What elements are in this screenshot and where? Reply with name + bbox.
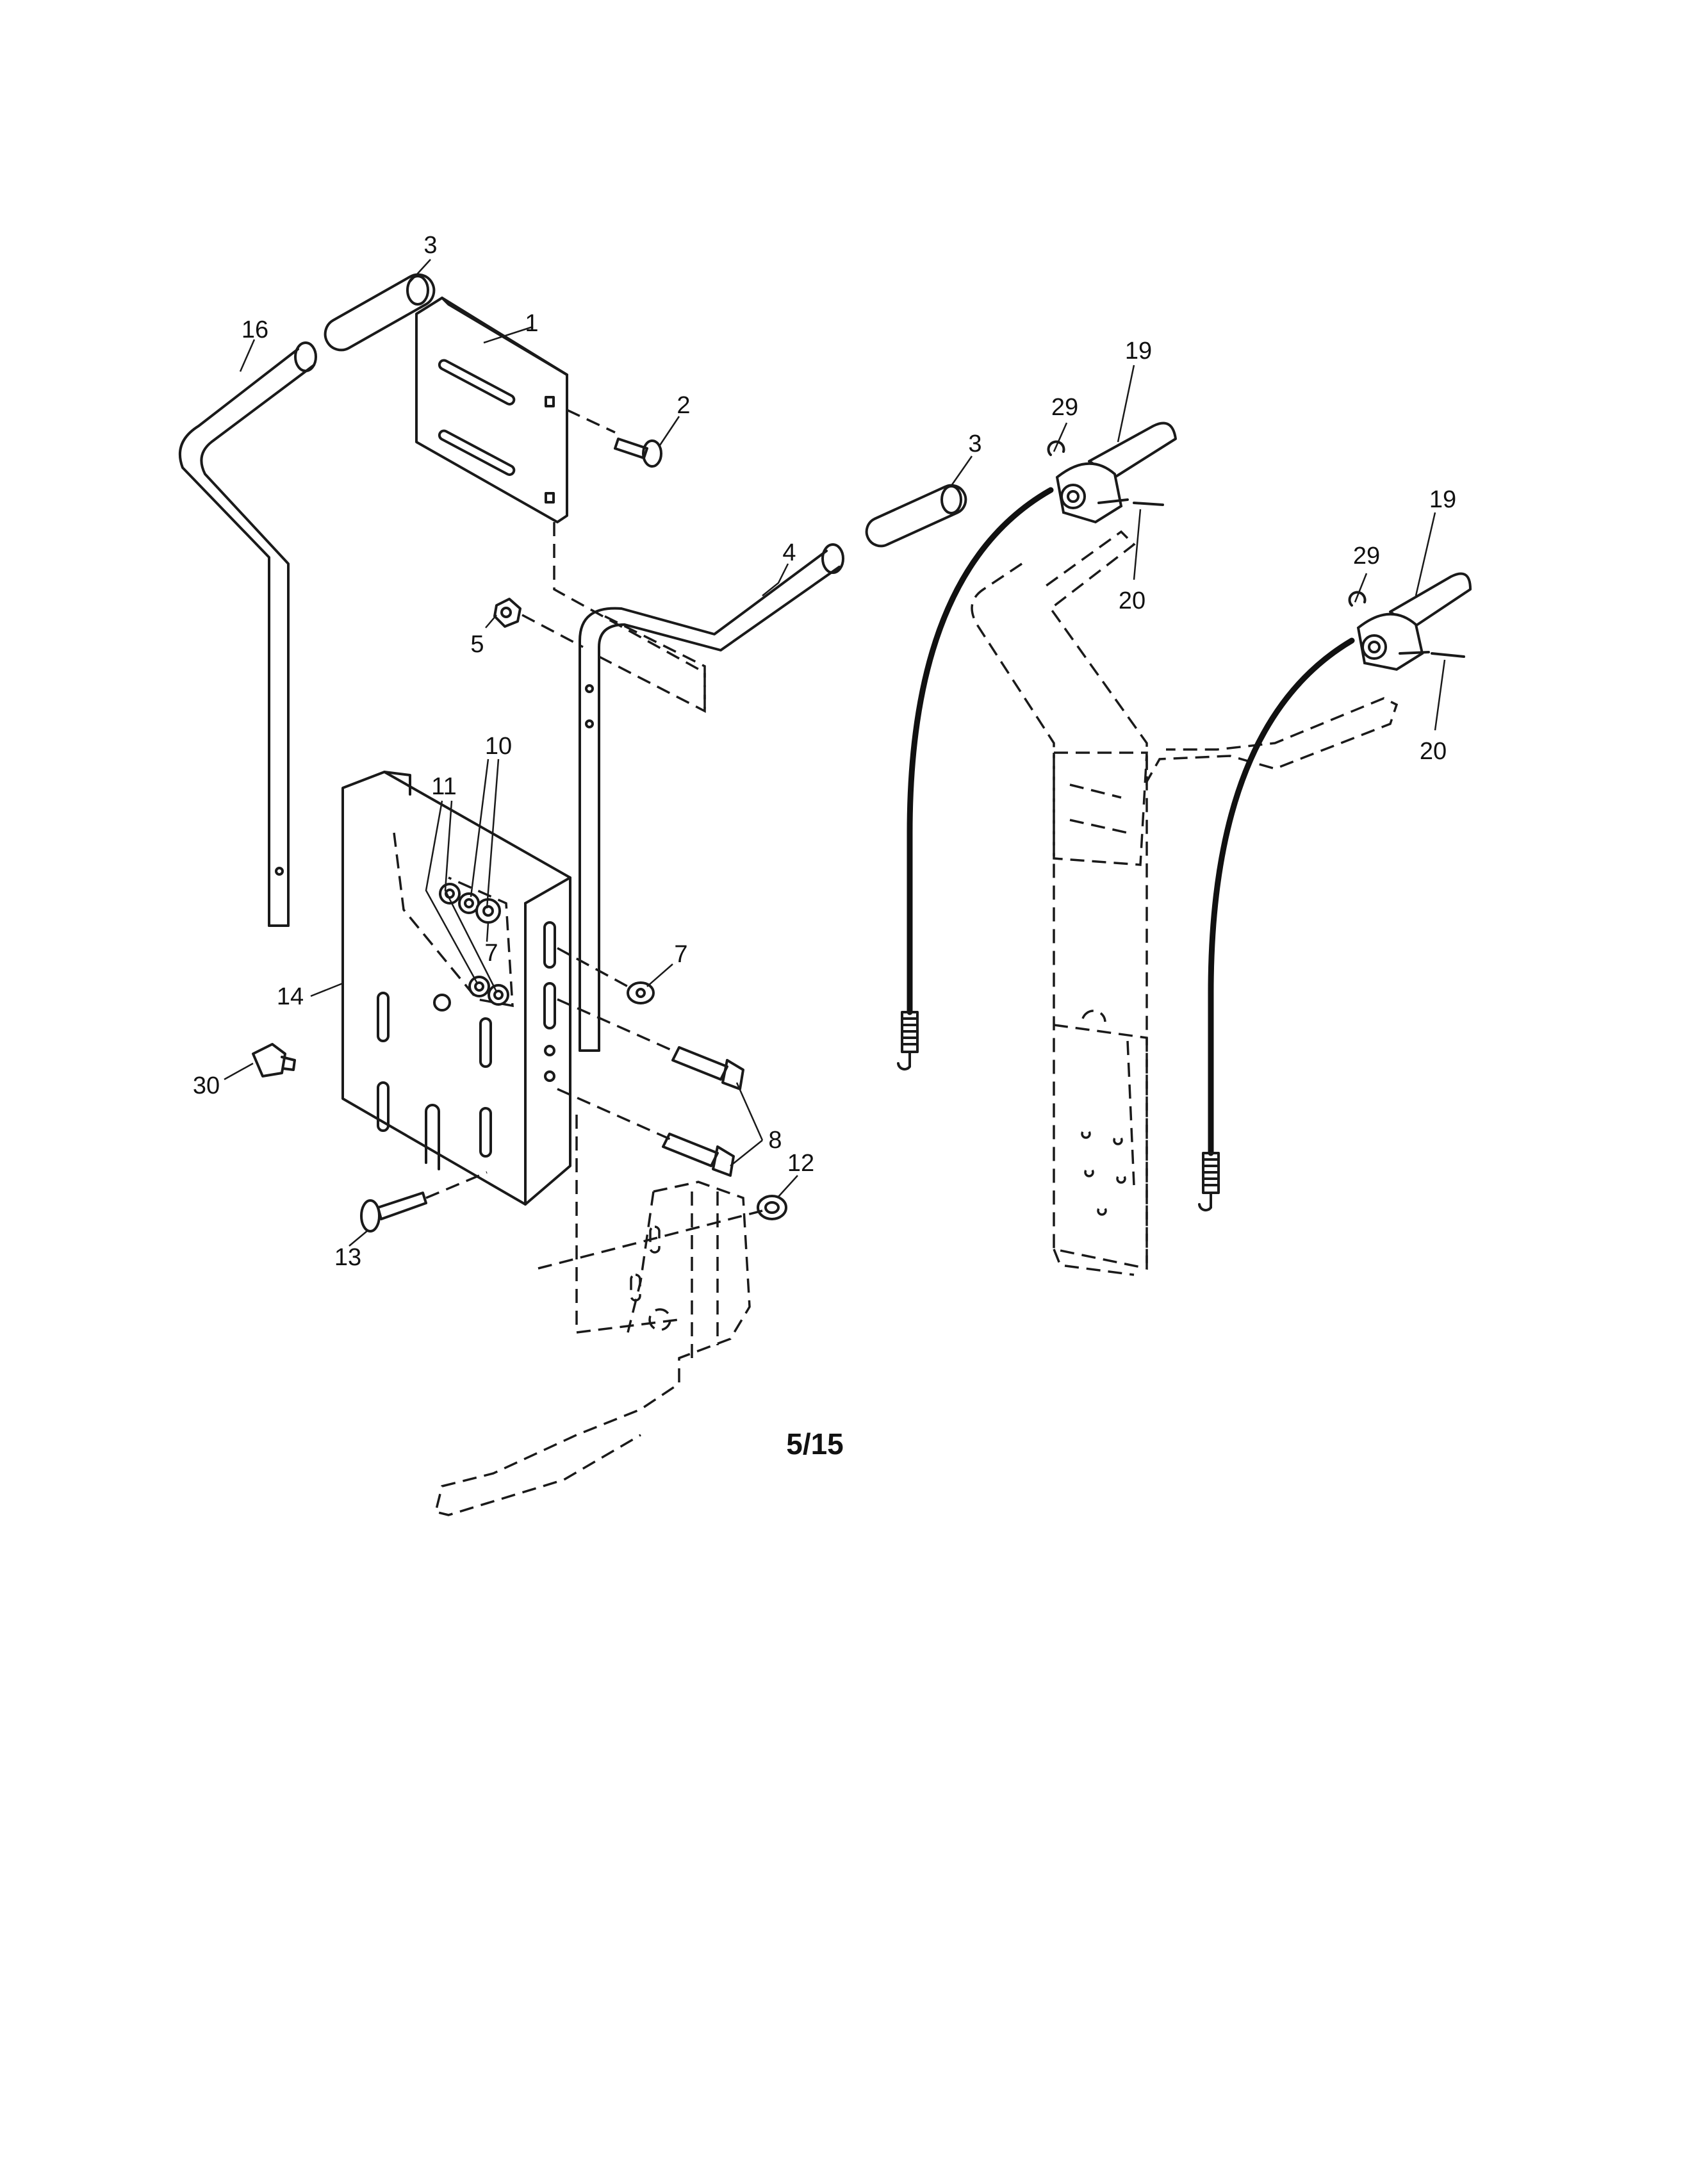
callout-19-upper: 19	[1125, 338, 1152, 365]
clip-29-lower	[1348, 591, 1367, 607]
ghost-handle-frame-right	[971, 530, 1399, 1276]
nut-12	[757, 1195, 787, 1220]
callout-3-left: 3	[423, 232, 437, 259]
cable-upper	[907, 487, 1054, 1015]
mounting-plate-14	[341, 771, 571, 1206]
callout-29-lower: 29	[1353, 543, 1380, 569]
callout-29-upper: 29	[1051, 394, 1078, 421]
spring-lower	[1198, 1152, 1220, 1212]
ghost-frame-lower	[434, 1115, 763, 1516]
bolt-8-upper	[557, 998, 744, 1090]
clip-29-upper	[1047, 440, 1065, 456]
callout-1: 1	[525, 310, 538, 337]
bolt-8-lower	[557, 1088, 735, 1177]
callout-2: 2	[677, 392, 690, 419]
callout-13: 13	[334, 1244, 361, 1271]
page-number: 5/15	[786, 1427, 844, 1461]
callout-20-upper: 20	[1119, 587, 1146, 614]
callout-8: 8	[768, 1127, 782, 1154]
callout-12: 12	[787, 1150, 814, 1177]
callout-16: 16	[242, 316, 268, 343]
nut-5	[493, 598, 584, 648]
callout-10: 10	[485, 733, 512, 760]
grip-3-left	[324, 273, 436, 352]
ghost-line-plate	[553, 522, 706, 711]
callout-20-lower: 20	[1420, 738, 1447, 765]
callout-3-right: 3	[968, 430, 981, 457]
cable-lower	[1208, 637, 1355, 1156]
callout-30: 30	[193, 1072, 220, 1099]
bolt-13	[360, 1171, 488, 1233]
leader-lines	[224, 259, 1446, 1247]
handle-bar-16	[178, 341, 317, 927]
control-lever-19-upper	[1055, 422, 1177, 524]
ghost-line-handle	[595, 610, 706, 713]
fasteners-10-11	[439, 883, 509, 1006]
callout-5: 5	[470, 631, 484, 658]
spring-upper	[897, 1011, 919, 1071]
bolt-2	[566, 409, 662, 468]
callout-4: 4	[782, 539, 796, 566]
grip-3-right	[865, 484, 967, 548]
callout-11: 11	[431, 773, 456, 800]
callout-7-right: 7	[674, 941, 687, 968]
callout-14: 14	[277, 983, 304, 1010]
washer-7	[557, 947, 655, 1004]
clip-30	[252, 1043, 296, 1077]
bracket-plate-1	[415, 297, 568, 523]
callout-7-left: 7	[484, 940, 498, 967]
callout-19-lower: 19	[1429, 486, 1456, 513]
handle-bar-4	[579, 543, 844, 1052]
control-lever-19-lower	[1356, 572, 1472, 671]
